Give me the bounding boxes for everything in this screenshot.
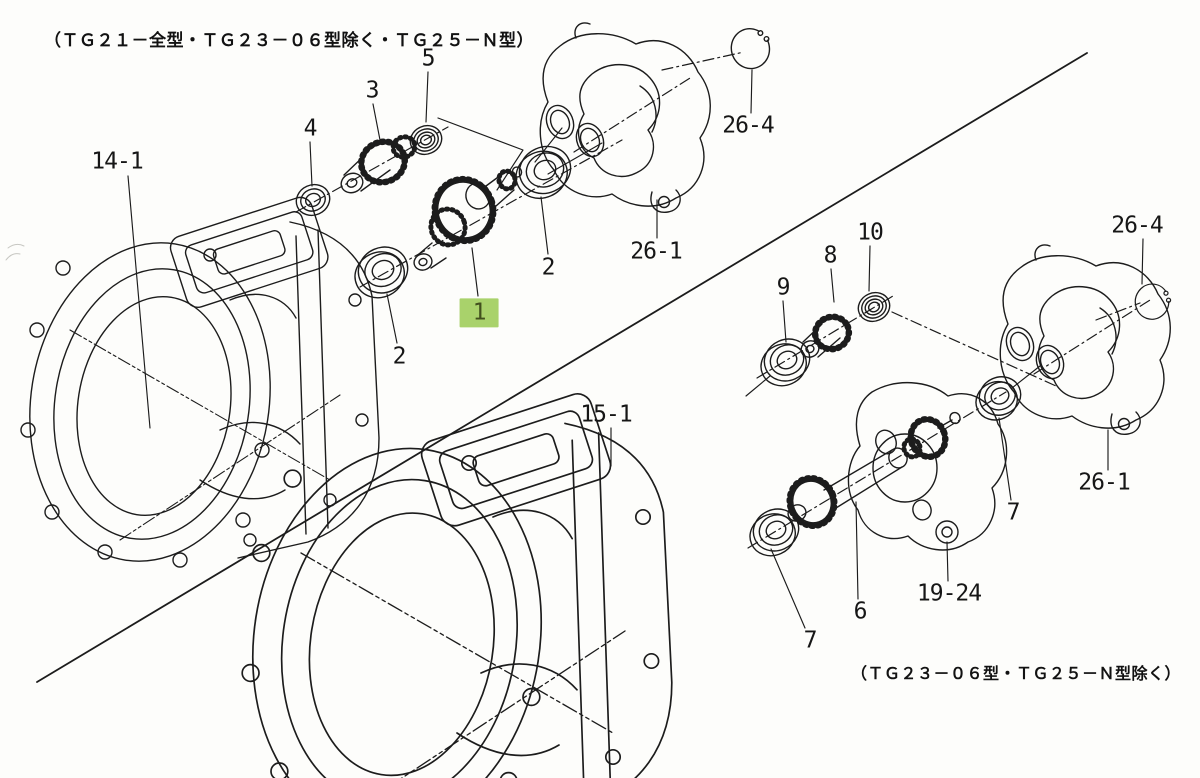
part-label-8: 8 <box>823 242 838 269</box>
bearing-10 <box>857 291 891 323</box>
part-label-7-bottom: 7 <box>803 627 818 654</box>
part-label-9: 9 <box>776 274 791 301</box>
assembly-top <box>6 22 777 580</box>
part-label-26-1-bottom: 26-1 <box>1078 469 1130 496</box>
mainshaft-axis-bottom <box>747 391 1007 549</box>
leader-lines <box>127 69 1144 629</box>
bearing-2-front <box>354 246 409 299</box>
snap-ring-26-4-bottom <box>1132 281 1174 323</box>
snap-ring-26-4-top <box>725 22 777 75</box>
assembly-pointer-line-top <box>437 117 524 191</box>
part-label-3: 3 <box>365 77 380 104</box>
part-label-14-1: 14-1 <box>91 148 143 175</box>
gear-shaft-6 <box>786 411 961 530</box>
part-label-7-right: 7 <box>1006 499 1021 526</box>
idler-axis-bottom <box>891 311 1057 387</box>
bearing-7-rear <box>975 376 1022 421</box>
gearbox-case-15-1 <box>225 389 673 778</box>
part-label-19-24: 19-24 <box>916 580 982 607</box>
part-label-26-4-top: 26-4 <box>722 112 774 139</box>
bearing-2-rear <box>515 145 572 199</box>
part-label-4: 4 <box>303 115 318 142</box>
countershaft-axis-top <box>295 126 449 213</box>
part-label-15-1: 15-1 <box>580 401 632 428</box>
end-case-26-1-top <box>539 22 711 214</box>
part-label-26-4-bottom: 26-4 <box>1111 212 1163 239</box>
bearing-4 <box>295 183 331 217</box>
seat-pointer-top-1 <box>534 127 563 163</box>
variant-note-bottom: （ＴＧ２３－０６型・ＴＧ２５－Ｎ型除く） <box>851 664 1182 683</box>
part-label-10: 10 <box>857 219 884 246</box>
gear-cluster-3 <box>340 134 418 194</box>
snapring-axis-bottom <box>1095 302 1141 321</box>
scan-artifact <box>5 243 25 261</box>
part-label-2-upper: 2 <box>541 254 556 281</box>
gear-8 <box>800 313 853 358</box>
countershaft-axis-bottom <box>756 295 894 379</box>
bearing-5 <box>409 124 443 156</box>
snapring-axis-top <box>661 51 745 71</box>
gearbox-case-14-1 <box>6 193 380 580</box>
part-label-26-1-top: 26-1 <box>630 238 682 265</box>
part-label-1-highlighted[interactable]: 1 <box>459 298 499 328</box>
end-case-26-1-bottom <box>999 244 1171 436</box>
seat-pointer-top-2 <box>547 142 603 175</box>
part-label-5: 5 <box>421 45 436 72</box>
part-label-6: 6 <box>853 598 868 625</box>
assembly-bottom <box>225 244 1174 778</box>
variant-note-top: （ＴＧ２１－全型・ＴＧ２３－０６型除く・ＴＧ２５－Ｎ型） <box>44 31 534 51</box>
boss-19-24 <box>935 520 959 544</box>
gear-shaft-1 <box>413 166 523 271</box>
divider-line <box>36 52 1088 683</box>
part-label-2-lower: 2 <box>392 343 407 370</box>
